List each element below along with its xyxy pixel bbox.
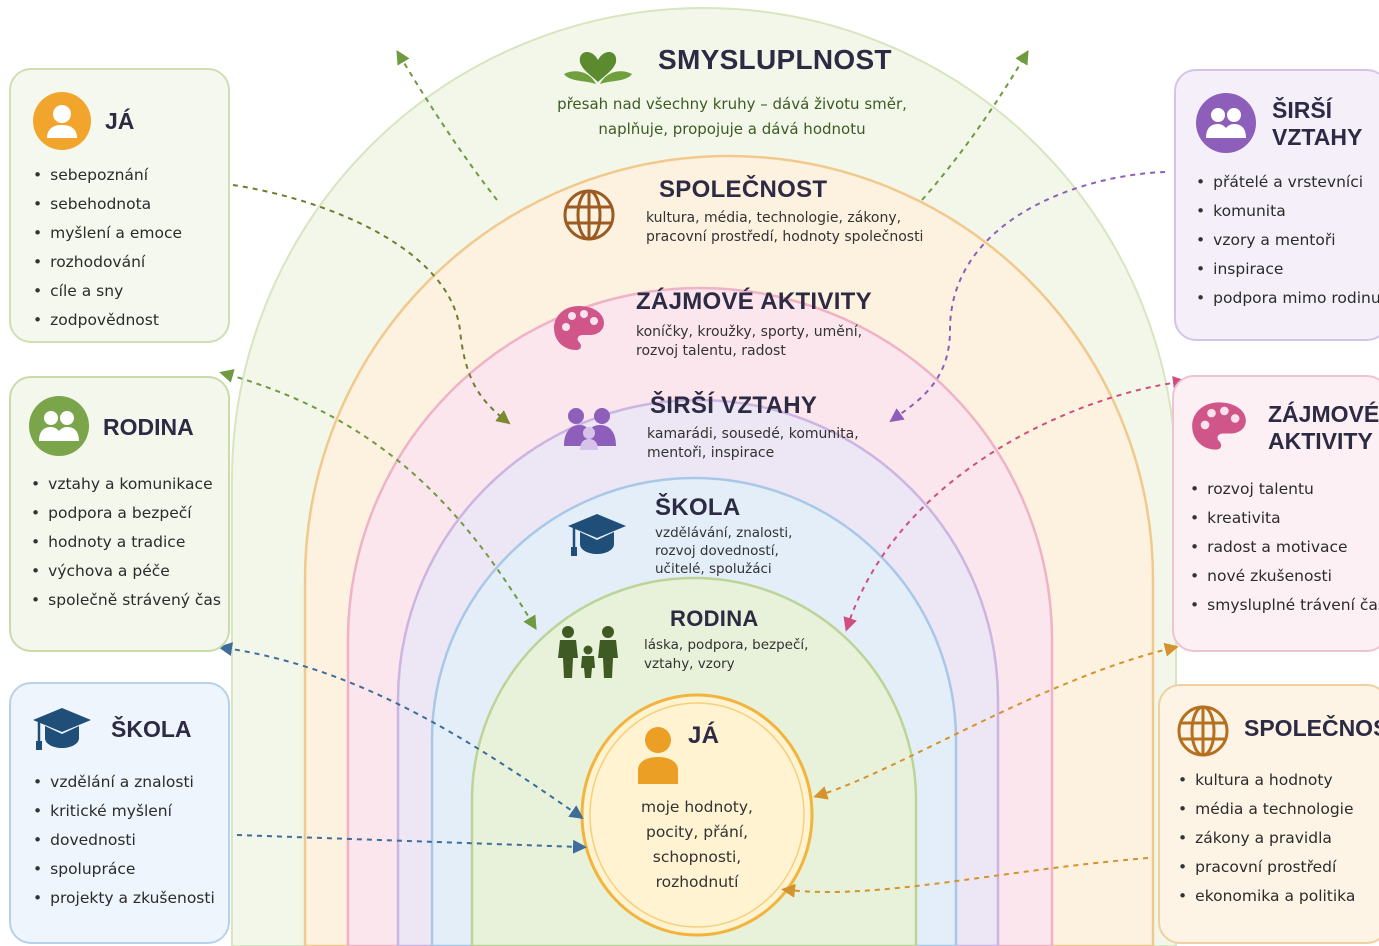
list-item: nové zkušenosti [1190,562,1379,591]
panel-list-spolecnost: kultura a hodnoty média a technologie zá… [1178,766,1355,911]
list-item: sebepoznání [33,161,182,190]
list-item: kritické myšlení [33,797,215,826]
list-item: pracovní prostředí [1178,853,1355,882]
list-item: cíle a sny [33,277,182,306]
panel-rodina: RODINA vztahy a komunikace podpora a bez… [9,376,230,652]
panel-list-sirsi: přátelé a vrstevníci komunita vzory a me… [1196,168,1379,313]
list-item: myšlení a emoce [33,219,182,248]
panel-zajmove: ZÁJMOVÉ AKTIVITY rozvoj talentu kreativi… [1172,375,1379,652]
connector-spolecnost-lower [781,857,1149,898]
connector-smysluplnost-right [921,49,1029,201]
ring-ja-core [580,693,814,937]
panel-list-ja: sebepoznání sebehodnota myšlení a emoce … [33,161,182,335]
panel-title-ja: JÁ [105,108,135,134]
panel-list-rodina: vztahy a komunikace podpora a bezpečí ho… [31,470,221,615]
list-item: výchova a péče [31,557,221,586]
panel-list-zajmove: rozvoj talentu kreativita radost a motiv… [1190,475,1379,620]
list-item: rozvoj talentu [1190,475,1379,504]
people-icon [1196,93,1256,153]
list-item: společně strávený čas [31,586,221,615]
panel-title-zajmove: ZÁJMOVÉ AKTIVITY [1268,401,1379,454]
list-item: vzdělání a znalosti [33,768,215,797]
list-item: podpora mimo rodinu [1196,284,1379,313]
list-item: projekty a zkušenosti [33,884,215,913]
list-item: smysluplné trávení času [1190,591,1379,620]
panel-title-rodina: RODINA [103,414,194,440]
list-item: zodpovědnost [33,306,182,335]
list-item: zákony a pravidla [1178,824,1355,853]
list-item: dovednosti [33,826,215,855]
list-item: radost a motivace [1190,533,1379,562]
panel-spolecnost: SPOLEČNOST kultura a hodnoty média a tec… [1158,684,1379,944]
list-item: vzory a mentoři [1196,226,1379,255]
people-icon [29,396,89,456]
panel-skola: ŠKOLA vzdělání a znalosti kritické myšle… [9,682,230,944]
person-icon [33,92,91,150]
list-item: spolupráce [33,855,215,884]
list-item: sebehodnota [33,190,182,219]
connector-skola-upper [218,642,584,819]
graduation-cap-icon [33,708,91,750]
list-item: kultura a hodnoty [1178,766,1355,795]
panel-title-skola: ŠKOLA [111,716,192,742]
list-item: kreativita [1190,504,1379,533]
list-item: hodnoty a tradice [31,528,221,557]
panel-list-skola: vzdělání a znalosti kritické myšlení dov… [33,768,215,913]
list-item: média a technologie [1178,795,1355,824]
panel-ja: JÁ sebepoznání sebehodnota myšlení a emo… [9,68,230,343]
list-item: inspirace [1196,255,1379,284]
globe-icon [1177,705,1229,757]
panel-title-sirsi: ŠIRŠÍ VZTAHY [1272,97,1363,150]
panel-title-spolecnost: SPOLEČNOST [1244,715,1379,741]
list-item: přátelé a vrstevníci [1196,168,1379,197]
connector-skola-lower [236,834,587,854]
palette-icon [1192,402,1246,450]
connector-rodina-panel [219,369,537,630]
list-item: ekonomika a politika [1178,882,1355,911]
list-item: vztahy a komunikace [31,470,221,499]
connector-smysluplnost-left [396,49,498,201]
list-item: podpora a bezpečí [31,499,221,528]
list-item: rozhodování [33,248,182,277]
list-item: komunita [1196,197,1379,226]
panel-sirsi: ŠIRŠÍ VZTAHY přátelé a vrstevníci komuni… [1174,69,1379,341]
connector-spolecnost-upper [813,642,1179,800]
